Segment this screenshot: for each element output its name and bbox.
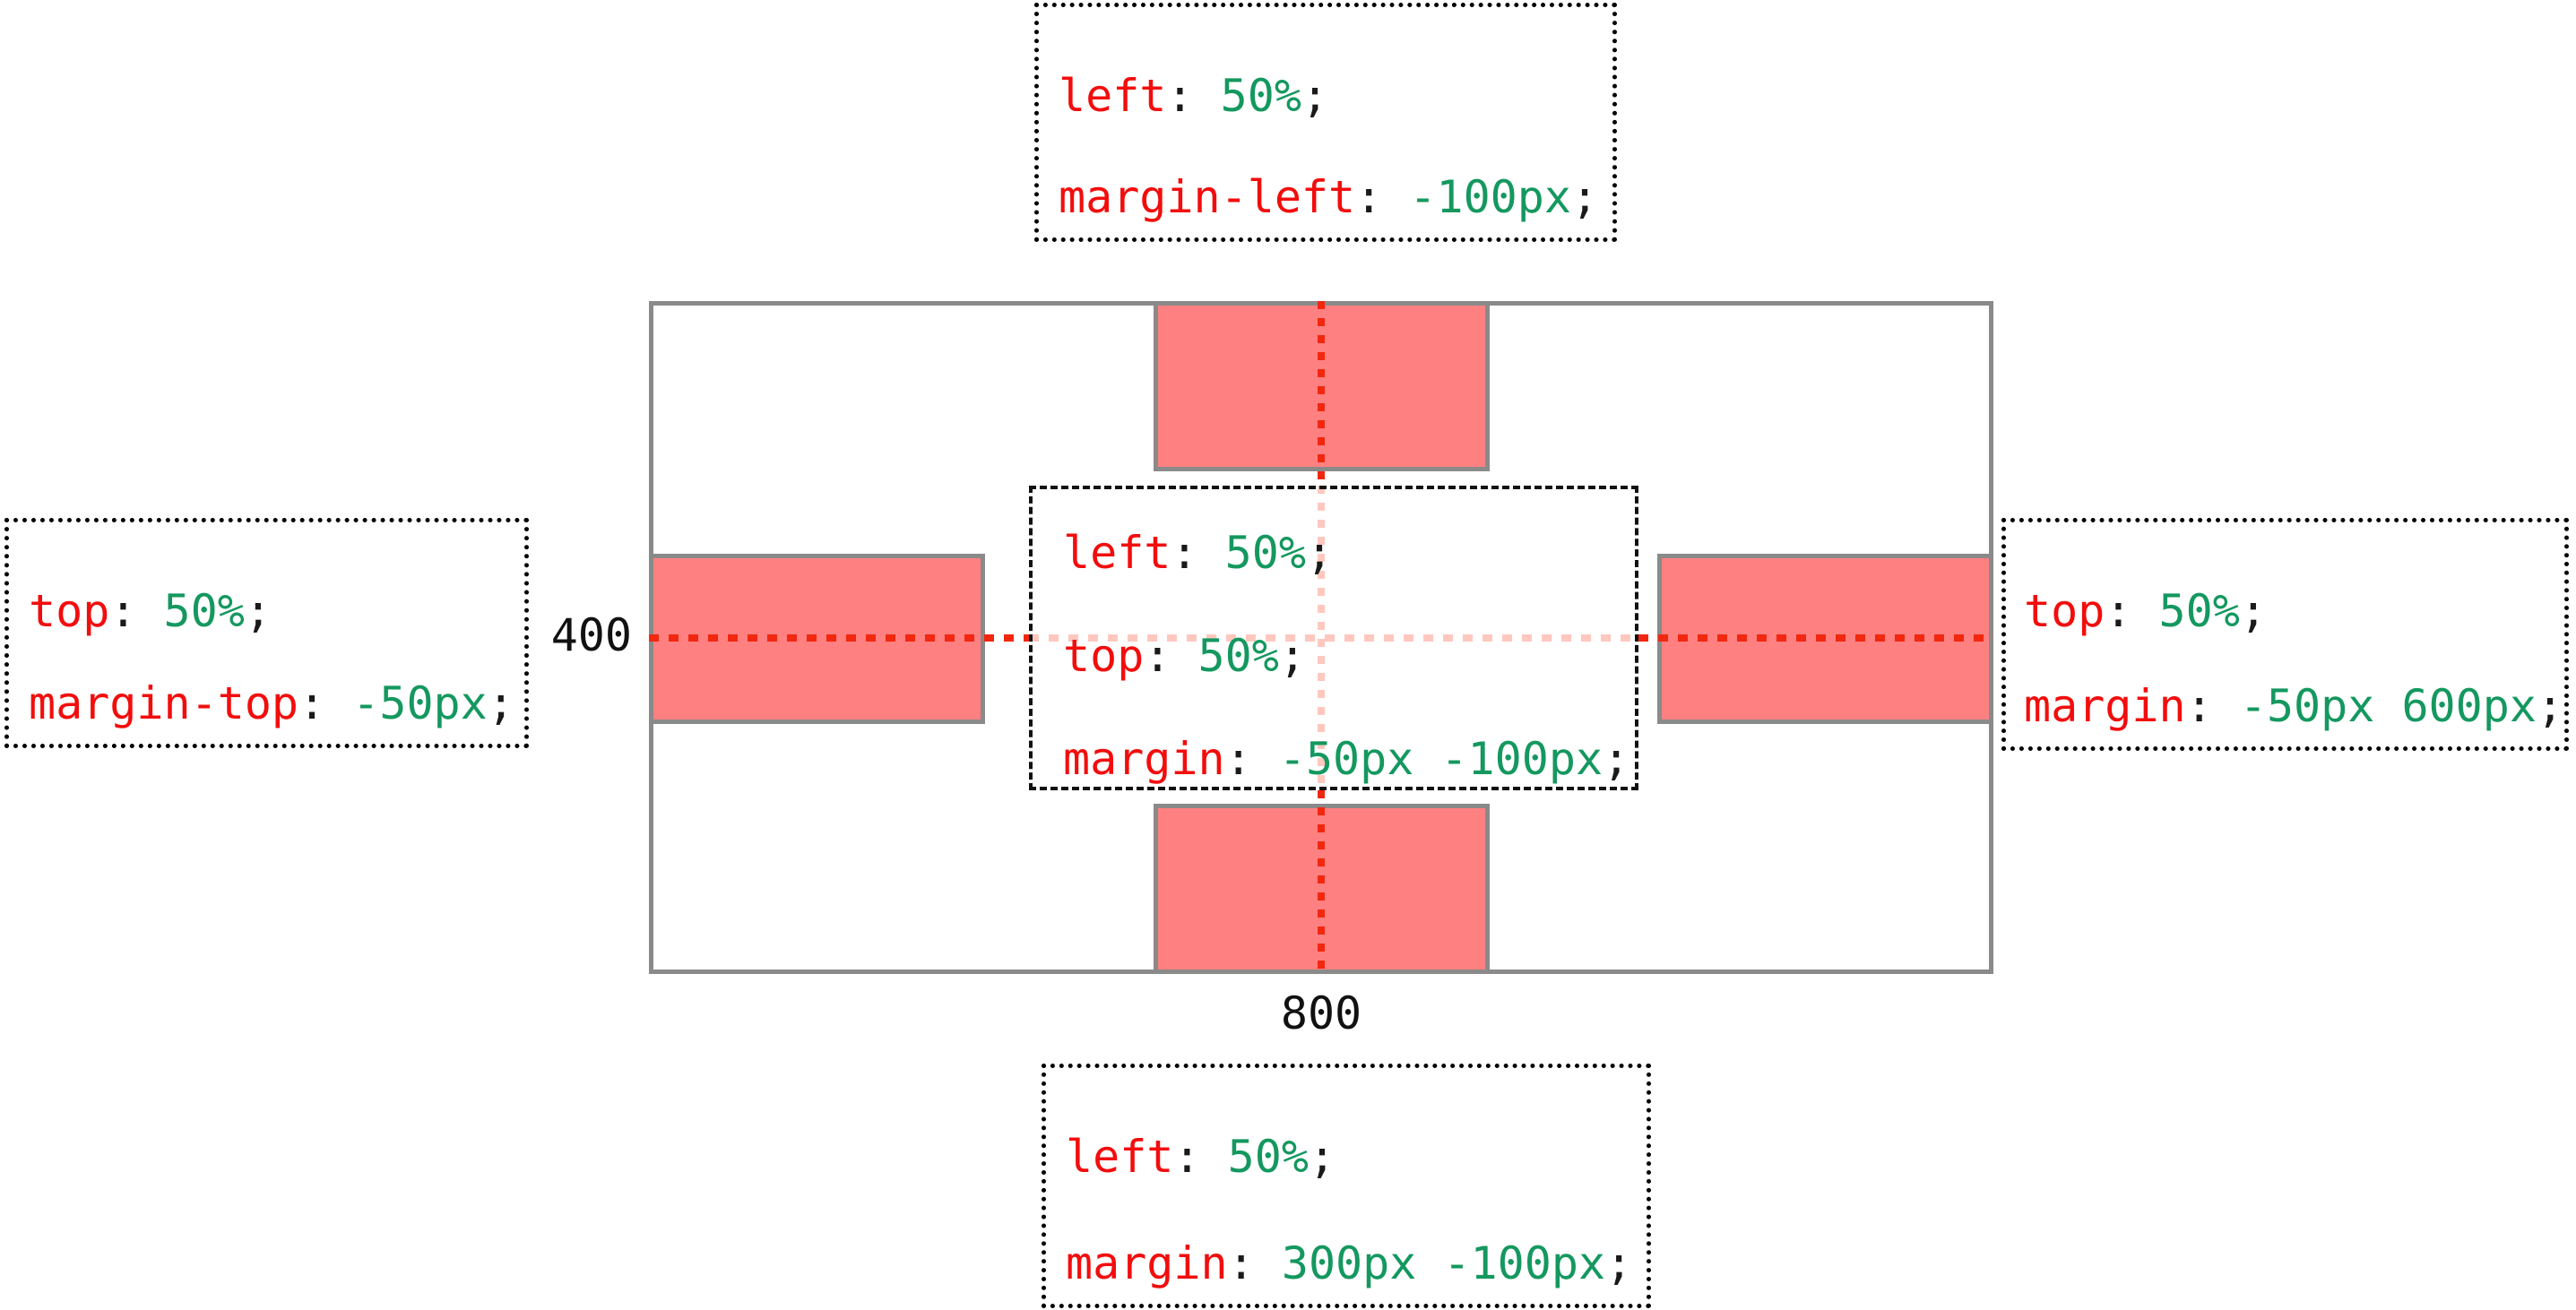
css-property: margin [1063, 733, 1225, 785]
colon: : [298, 677, 353, 729]
css-property: top [2024, 585, 2105, 637]
code-line: margin: 300px -100px; [1066, 1236, 1634, 1291]
css-value: 50% [2158, 585, 2240, 637]
css-value: 50% [1197, 630, 1279, 682]
code-line: top: 50%; [1063, 628, 1629, 684]
rule-box-top: left: 50%; margin-left: -100px; [1034, 3, 1617, 242]
colon: : [1144, 630, 1198, 682]
semicolon: ; [1305, 527, 1334, 579]
colon: : [109, 585, 164, 637]
rule-box-left: top: 50%; margin-top: -50px; [4, 518, 529, 748]
css-value: -50px 600px [2239, 680, 2537, 732]
css-value: 50% [163, 585, 245, 637]
code-line: left: 50%; [1063, 525, 1629, 581]
colon: : [1224, 733, 1279, 785]
css-property: top [29, 585, 110, 637]
css-value: -50px -100px [1278, 733, 1604, 785]
css-value: 300px -100px [1281, 1237, 1606, 1289]
colon: : [1173, 1131, 1228, 1183]
semicolon: ; [2536, 680, 2564, 732]
semicolon: ; [1570, 171, 1599, 223]
colon: : [2185, 680, 2240, 732]
code-line: left: 50%; [1066, 1129, 1634, 1185]
semicolon: ; [244, 585, 272, 637]
semicolon: ; [1605, 1237, 1633, 1289]
css-value: 50% [1227, 1131, 1309, 1183]
semicolon: ; [1301, 70, 1329, 122]
code-line: top: 50%; [29, 583, 512, 639]
css-property: left [1066, 1131, 1174, 1183]
semicolon: ; [1603, 733, 1630, 785]
css-property: left [1063, 527, 1171, 579]
container-width-label: 800 [1280, 987, 1362, 1039]
colon: : [2105, 585, 2159, 637]
semicolon: ; [2239, 585, 2267, 637]
colon: : [1355, 171, 1410, 223]
code-line: margin-left: -100px; [1059, 169, 1600, 225]
colon: : [1166, 70, 1221, 122]
rule-box-center: left: 50%; top: 50%; margin: -50px -100p… [1029, 486, 1638, 790]
css-property: margin-left [1059, 171, 1356, 223]
css-property: left [1059, 70, 1167, 122]
code-line: left: 50%; [1059, 68, 1600, 124]
css-value: 50% [1224, 527, 1306, 579]
container-height-label: 400 [550, 609, 632, 661]
code-line: margin: -50px -100px; [1063, 731, 1629, 787]
css-property: margin [2024, 680, 2186, 732]
semicolon: ; [1278, 630, 1306, 682]
css-property: margin-top [29, 677, 299, 729]
colon: : [1171, 527, 1225, 579]
horizontal-guide-center-segment [1029, 634, 1638, 642]
css-value: 50% [1220, 70, 1301, 122]
css-property: top [1063, 630, 1145, 682]
horizontal-guide-right-segment [1638, 634, 1993, 642]
vertical-guide-top-segment [1318, 301, 1325, 486]
code-line: top: 50%; [2024, 583, 2557, 639]
horizontal-guide-left-segment [649, 634, 1029, 642]
rule-box-right: top: 50%; margin: -50px 600px; [2001, 518, 2569, 751]
code-line: margin-top: -50px; [29, 676, 514, 731]
semicolon: ; [1308, 1131, 1336, 1183]
css-value: -100px [1409, 171, 1571, 223]
colon: : [1227, 1237, 1282, 1289]
semicolon: ; [487, 677, 514, 729]
vertical-guide-bottom-segment [1318, 790, 1325, 974]
css-property: margin [1066, 1237, 1228, 1289]
css-value: -50px [352, 677, 488, 729]
rule-box-bottom: left: 50%; margin: 300px -100px; [1042, 1064, 1651, 1308]
code-line: margin: -50px 600px; [2024, 678, 2563, 734]
